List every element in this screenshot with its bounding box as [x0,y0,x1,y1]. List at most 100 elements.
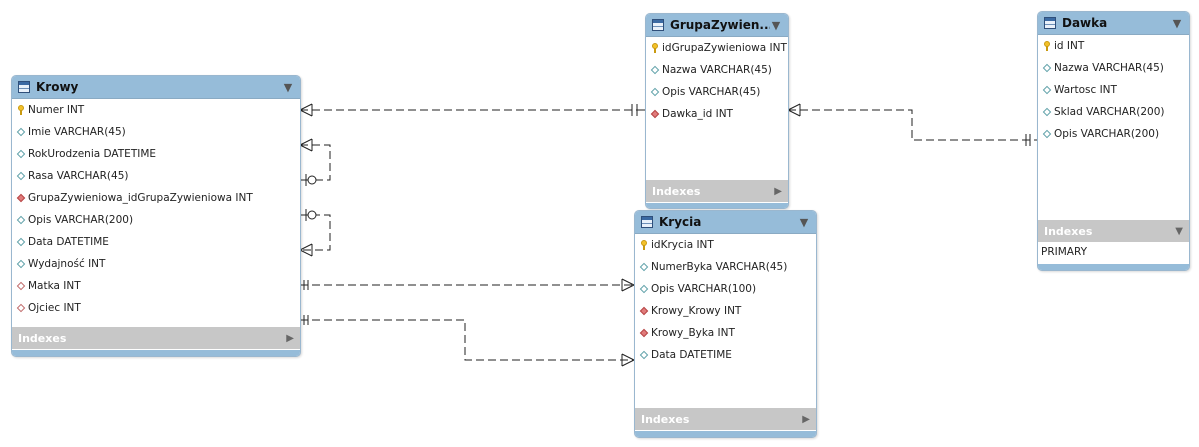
indexes-label: Indexes [18,331,67,345]
indexes-bar[interactable]: Indexes ▼ [1038,220,1189,242]
primary-key-icon [639,240,649,250]
table-icon [1044,17,1056,29]
table-krowy[interactable]: Krowy ▼ Numer INT Imie VARCHAR(45) RokUrod… [11,75,301,357]
column-label: Nazwa VARCHAR(45) [662,64,772,76]
column-label: Numer INT [28,104,85,116]
chevron-down-icon[interactable]: ▼ [1175,225,1183,237]
chevron-down-icon[interactable]: ▼ [799,215,809,229]
column-row[interactable]: Opis VARCHAR(100) [635,278,816,300]
primary-key-icon [16,105,26,115]
column-label: Wydajność INT [28,258,106,270]
column-label: Matka INT [28,280,81,292]
table-header[interactable]: Krowy ▼ [12,76,300,99]
column-label: Sklad VARCHAR(200) [1054,106,1165,118]
column-row[interactable]: Wydajność INT [12,253,300,275]
table-header[interactable]: GrupaZywien... ▼ [646,14,788,37]
column-row[interactable]: Wartosc INT [1038,79,1189,101]
column-label: idKrycia INT [651,239,714,251]
chevron-down-icon[interactable]: ▼ [1172,16,1182,30]
column-list: Numer INT Imie VARCHAR(45) RokUrodzenia DA… [12,99,300,319]
column-diamond-icon [16,171,26,181]
chevron-right-icon[interactable]: ▶ [286,332,294,344]
table-bottom-bar [12,350,300,356]
column-row[interactable]: Nazwa VARCHAR(45) [646,59,788,81]
end-many-self-2 [299,243,313,257]
table-bottom-bar [646,203,788,208]
table-grupazywieniowa[interactable]: GrupaZywien... ▼ idGrupaZywieniowa INT Na… [645,13,789,209]
column-row[interactable]: Data DATETIME [12,231,300,253]
table-name: Krowy [36,80,79,94]
column-row[interactable]: idGrupaZywieniowa INT [646,37,788,59]
indexes-list: PRIMARY [1038,242,1189,262]
column-row[interactable]: GrupaZywieniowa_idGrupaZywieniowa INT [12,187,300,209]
foreign-key-icon [639,328,649,338]
column-label: Opis VARCHAR(200) [28,214,134,226]
end-one-dawka [1025,134,1031,146]
table-name: GrupaZywien... [670,18,770,32]
table-bottom-bar [1038,264,1189,270]
column-label: Data DATETIME [28,236,109,248]
table-header[interactable]: Krycia ▼ [635,211,816,234]
end-one-krowy-2 [303,315,309,325]
column-diamond-icon [639,284,649,294]
rel-krowy-self-2 [300,214,331,251]
column-diamond-icon [1042,129,1052,139]
column-row[interactable]: id INT [1038,35,1189,57]
column-row[interactable]: Dawka_id INT [646,103,788,125]
column-diamond-icon [1042,107,1052,117]
column-label: Imie VARCHAR(45) [28,126,126,138]
column-diamond-icon [639,350,649,360]
rel-krowy-krycia-2 [300,319,634,361]
end-many-krycia-2 [621,353,635,367]
column-label: Ojciec INT [28,302,81,314]
column-row[interactable]: Data DATETIME [635,344,816,366]
table-header[interactable]: Dawka ▼ [1038,12,1189,35]
column-row[interactable]: RokUrodzenia DATETIME [12,143,300,165]
column-row[interactable]: Opis VARCHAR(200) [12,209,300,231]
index-entry[interactable]: PRIMARY [1041,246,1088,258]
column-list: idKrycia INT NumerByka VARCHAR(45) Opis VA… [635,234,816,366]
column-row[interactable]: Numer INT [12,99,300,121]
column-row[interactable]: Ojciec INT [12,297,300,319]
column-row[interactable]: NumerByka VARCHAR(45) [635,256,816,278]
column-list: id INT Nazwa VARCHAR(45) Wartosc INT Sklad … [1038,35,1189,145]
chevron-right-icon[interactable]: ▶ [802,413,810,425]
primary-key-icon [650,43,660,53]
column-diamond-icon [16,127,26,137]
indexes-label: Indexes [1044,224,1093,238]
column-row[interactable]: Sklad VARCHAR(200) [1038,101,1189,123]
column-row[interactable]: Matka INT [12,275,300,297]
indexes-bar[interactable]: Indexes ▶ [635,408,816,430]
column-row[interactable]: idKrycia INT [635,234,816,256]
chevron-right-icon[interactable]: ▶ [774,185,782,197]
rel-krowy-self-1 [300,144,331,181]
column-label: NumerByka VARCHAR(45) [651,261,788,273]
chevron-down-icon[interactable]: ▼ [283,80,293,94]
table-icon [18,81,30,93]
column-label: Data DATETIME [651,349,732,361]
column-diamond-icon [1042,85,1052,95]
foreign-key-icon [650,109,660,119]
table-krycia[interactable]: Krycia ▼ idKrycia INT NumerByka VARCHAR(4… [634,210,817,438]
column-row[interactable]: Opis VARCHAR(200) [1038,123,1189,145]
end-many-krowy-grupa [299,103,313,117]
end-many-grupa-dawka [787,103,801,117]
column-row[interactable]: Imie VARCHAR(45) [12,121,300,143]
column-label: Wartosc INT [1054,84,1117,96]
column-diamond-icon [650,87,660,97]
column-diamond-icon [639,262,649,272]
chevron-down-icon[interactable]: ▼ [771,18,781,32]
column-label: Opis VARCHAR(45) [662,86,761,98]
indexes-bar[interactable]: Indexes ▶ [646,180,788,202]
column-row[interactable]: Opis VARCHAR(45) [646,81,788,103]
column-label: id INT [1054,40,1085,52]
column-row[interactable]: Krowy_Byka INT [635,322,816,344]
column-label: GrupaZywieniowa_idGrupaZywieniowa INT [28,192,253,204]
column-label: Opis VARCHAR(200) [1054,128,1160,140]
column-row[interactable]: Rasa VARCHAR(45) [12,165,300,187]
column-row[interactable]: Krowy_Krowy INT [635,300,816,322]
indexes-bar[interactable]: Indexes ▶ [12,327,300,349]
table-dawka[interactable]: Dawka ▼ id INT Nazwa VARCHAR(45) Wartosc I… [1037,11,1190,271]
column-row[interactable]: Nazwa VARCHAR(45) [1038,57,1189,79]
